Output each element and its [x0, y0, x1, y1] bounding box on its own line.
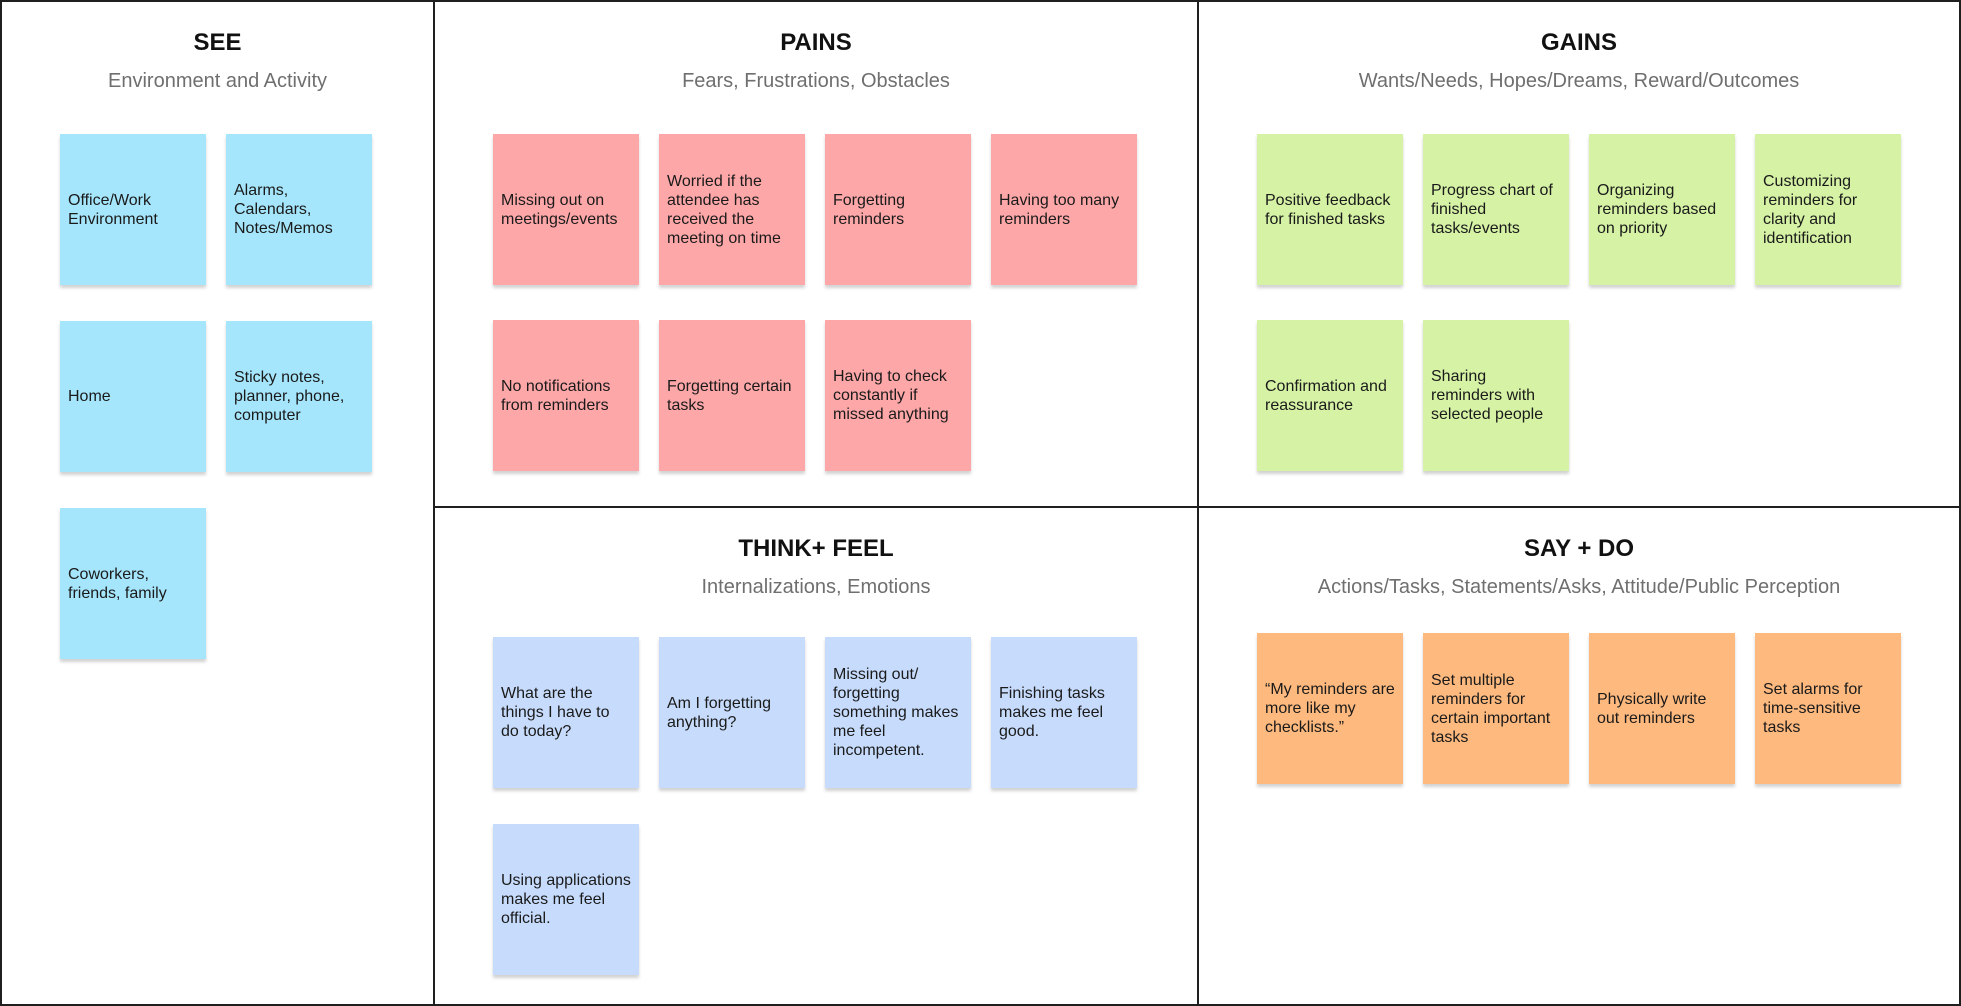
section-title: THINK+ FEEL — [738, 535, 894, 562]
sticky-note[interactable]: Missing out on meetings/events — [493, 134, 639, 285]
sticky-note-text: Positive feedback for finished tasks — [1265, 191, 1391, 228]
sticky-note[interactable]: Physically write out reminders — [1589, 633, 1735, 784]
sticky-note-text: Progress chart of finished tasks/events — [1431, 182, 1553, 237]
section-subtitle: Fears, Frustrations, Obstacles — [682, 70, 950, 92]
sticky-note[interactable]: Forgetting reminders — [825, 134, 971, 285]
section-title: SAY + DO — [1523, 535, 1635, 562]
sticky-note-text: Set alarms for time-sensitive tasks — [1763, 681, 1863, 736]
sticky-note[interactable]: Home — [60, 321, 206, 472]
sticky-note[interactable]: Office/Work Environment — [60, 134, 206, 285]
sticky-note[interactable]: Having to check constantly if missed any… — [825, 320, 971, 471]
sticky-note[interactable]: Alarms, Calendars, Notes/Memos — [226, 134, 372, 285]
sticky-note-text: Office/Work Environment — [68, 191, 158, 228]
section-subtitle: Wants/Needs, Hopes/Dreams, Reward/Outcom… — [1358, 70, 1800, 92]
sticky-note[interactable]: Coworkers, friends, family — [60, 508, 206, 659]
sticky-note[interactable]: Positive feedback for finished tasks — [1257, 134, 1403, 285]
sticky-note-text: Finishing tasks makes me feel good. — [999, 685, 1105, 740]
section-subtitle: Internalizations, Emotions — [701, 576, 931, 598]
sticky-note-text: Customizing reminders for clarity and id… — [1763, 172, 1858, 247]
sticky-note-text: Missing out on meetings/events — [501, 191, 618, 228]
sticky-note[interactable]: Missing out/ forgetting something makes … — [825, 637, 971, 788]
sticky-note-text: Physically write out reminders — [1597, 690, 1707, 727]
section-think-feel: THINK+ FEEL Internalizations, Emotions W… — [433, 506, 1199, 1006]
sticky-note[interactable]: Confirmation and reassurance — [1257, 320, 1403, 471]
sticky-note-text: Having to check constantly if missed any… — [833, 368, 949, 423]
sticky-note-text: Worried if the attendee has received the… — [667, 172, 781, 247]
section-title: PAINS — [780, 29, 852, 56]
section-say-do: SAY + DO Actions/Tasks, Statements/Asks,… — [1197, 506, 1961, 1006]
sticky-note[interactable]: “My reminders are more like my checklist… — [1257, 633, 1403, 784]
section-see: SEE Environment and Activity Office/Work… — [0, 0, 435, 1006]
sticky-note[interactable]: Am I forgetting anything? — [659, 637, 805, 788]
sticky-note[interactable]: What are the things I have to do today? — [493, 637, 639, 788]
sticky-note-text: Am I forgetting anything? — [667, 694, 772, 731]
sticky-note[interactable]: Customizing reminders for clarity and id… — [1755, 134, 1901, 285]
sticky-note[interactable]: Set alarms for time-sensitive tasks — [1755, 633, 1901, 784]
sticky-note-text: Forgetting reminders — [833, 191, 906, 228]
sticky-note[interactable]: Set multiple reminders for certain impor… — [1423, 633, 1569, 784]
sticky-note-text: Sharing reminders with selected people — [1431, 368, 1544, 423]
sticky-note-text: Set multiple reminders for certain impor… — [1431, 671, 1551, 746]
sticky-note[interactable]: Finishing tasks makes me feel good. — [991, 637, 1137, 788]
section-subtitle: Environment and Activity — [108, 70, 327, 92]
sticky-note-text: Having too many reminders — [999, 191, 1120, 228]
section-gains: GAINS Wants/Needs, Hopes/Dreams, Reward/… — [1197, 0, 1961, 508]
sticky-note-text: No notifications from reminders — [501, 377, 611, 414]
sticky-note[interactable]: Progress chart of finished tasks/events — [1423, 134, 1569, 285]
section-subtitle: Actions/Tasks, Statements/Asks, Attitude… — [1317, 576, 1841, 598]
section-title: SEE — [193, 29, 242, 56]
sticky-note[interactable]: Having too many reminders — [991, 134, 1137, 285]
sticky-note[interactable]: Using applications makes me feel officia… — [493, 824, 639, 975]
sticky-note-text: Alarms, Calendars, Notes/Memos — [234, 182, 333, 237]
sticky-note-text: Home — [68, 388, 111, 405]
sticky-note[interactable]: Worried if the attendee has received the… — [659, 134, 805, 285]
sticky-note-text: Confirmation and reassurance — [1265, 377, 1387, 414]
sticky-note[interactable]: Sticky notes, planner, phone, computer — [226, 321, 372, 472]
sticky-note-text: Coworkers, friends, family — [68, 565, 167, 602]
sticky-note[interactable]: Sharing reminders with selected people — [1423, 320, 1569, 471]
sticky-note[interactable]: Forgetting certain tasks — [659, 320, 805, 471]
sticky-note-text: Missing out/ forgetting something makes … — [833, 666, 959, 759]
section-title: GAINS — [1540, 29, 1617, 56]
sticky-note-text: Sticky notes, planner, phone, computer — [234, 369, 345, 424]
sticky-note-text: Using applications makes me feel officia… — [501, 872, 631, 927]
section-pains: PAINS Fears, Frustrations, Obstacles Mis… — [433, 0, 1199, 508]
sticky-note-text: Organizing reminders based on priority — [1597, 182, 1717, 237]
sticky-note-text: Forgetting certain tasks — [667, 377, 792, 414]
sticky-note[interactable]: No notifications from reminders — [493, 320, 639, 471]
sticky-note-text: What are the things I have to do today? — [501, 685, 610, 740]
sticky-note[interactable]: Organizing reminders based on priority — [1589, 134, 1735, 285]
sticky-note-text: “My reminders are more like my checklist… — [1265, 681, 1395, 736]
section-frame — [1197, 506, 1961, 1006]
